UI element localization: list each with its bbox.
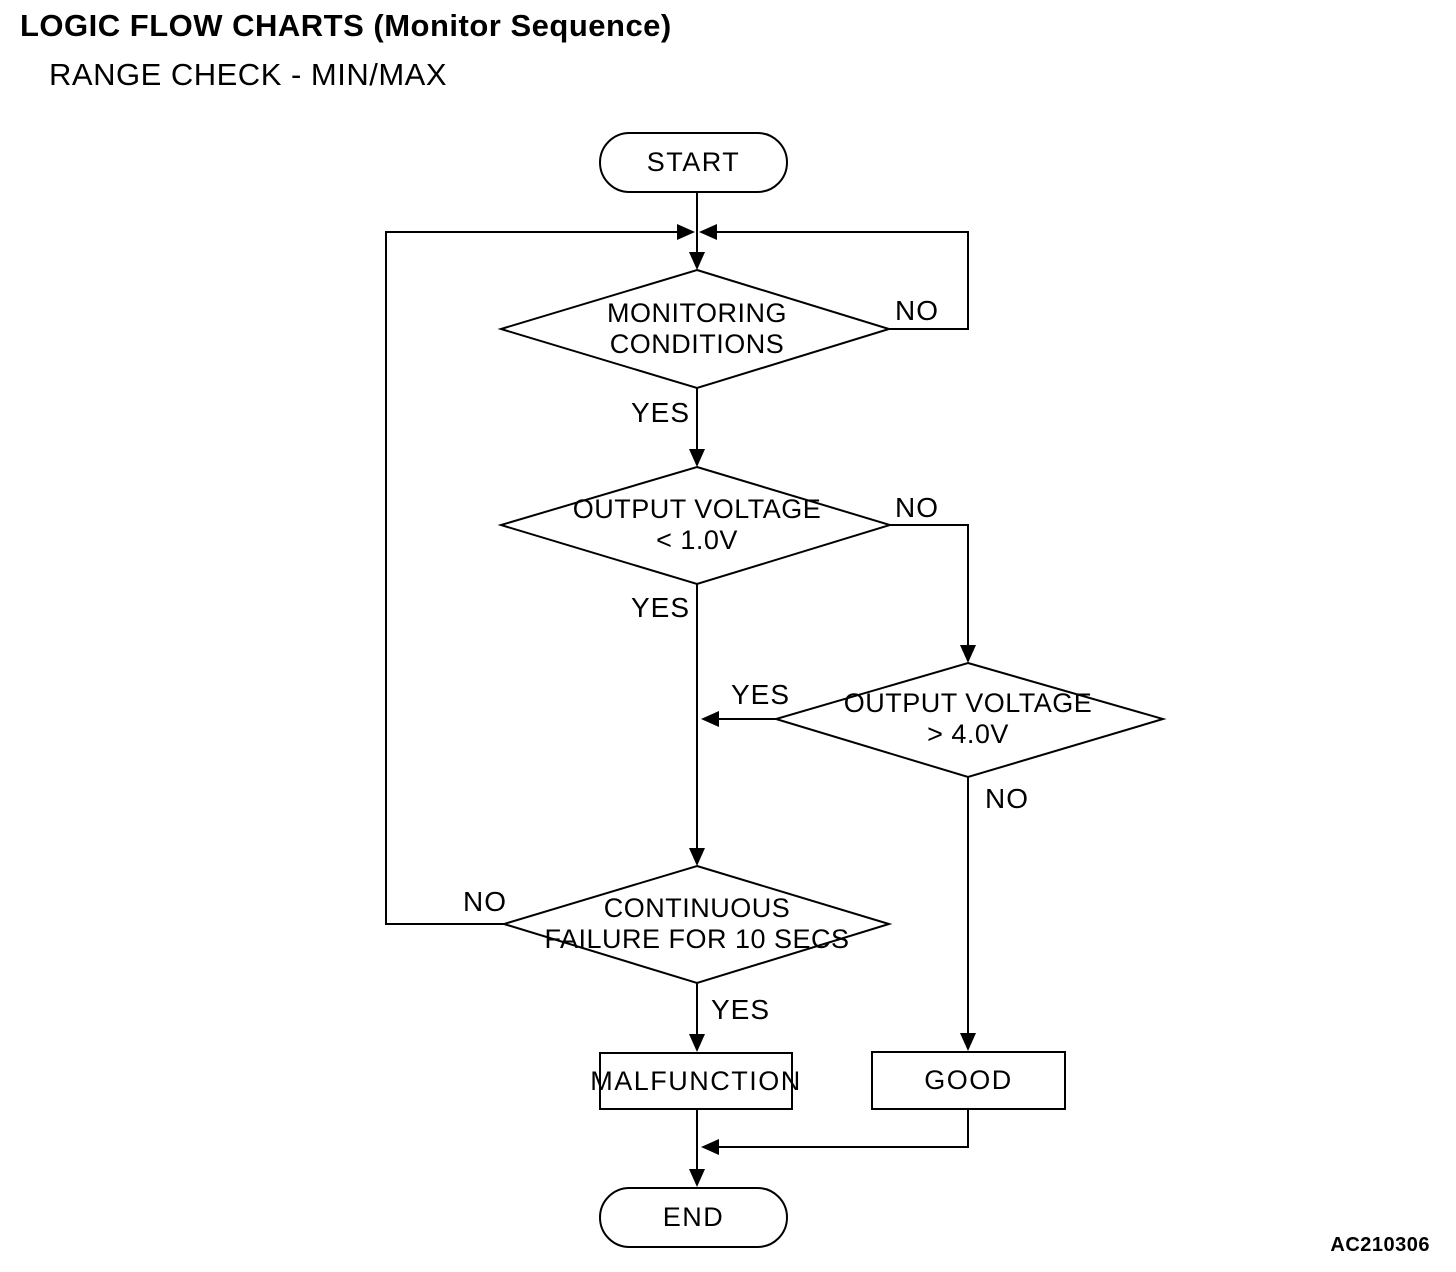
page-title: LOGIC FLOW CHARTS (Monitor Sequence) xyxy=(20,8,672,43)
terminator-end: END xyxy=(599,1187,788,1248)
arrowhead-junction-from-left xyxy=(677,224,695,240)
decision-continuous-failure-shape xyxy=(500,864,893,985)
arrowhead-into-high-check xyxy=(960,645,976,663)
arrowhead-into-low-check xyxy=(689,449,705,467)
arrowhead-into-end xyxy=(689,1169,705,1187)
edge-label-high-no: NO xyxy=(985,783,1029,814)
decision-monitoring-conditions-label: MONITORING CONDITIONS xyxy=(607,298,787,359)
arrowhead-good-merge xyxy=(701,1139,719,1155)
decision-output-voltage-low-label: OUTPUT VOLTAGE < 1.0V xyxy=(572,494,822,555)
edge-failure-no-loop xyxy=(385,231,679,925)
page-subtitle: RANGE CHECK - MIN/MAX xyxy=(49,57,448,92)
edge-label-low-no: NO xyxy=(895,492,939,523)
edge-label-monitoring-yes: YES xyxy=(630,397,690,428)
process-good: GOOD xyxy=(871,1051,1066,1110)
decision-output-voltage-high-label: OUTPUT VOLTAGE > 4.0V xyxy=(843,688,1093,749)
process-malfunction: MALFUNCTION xyxy=(590,1052,800,1110)
edge-label-high-yes: YES xyxy=(730,679,790,710)
decision-output-voltage-high-shape xyxy=(772,661,1167,779)
figure-code: AC210306 xyxy=(1330,1234,1430,1256)
edge-label-monitoring-no: NO xyxy=(895,295,939,326)
arrowhead-into-malfunction xyxy=(689,1034,705,1052)
decision-monitoring-conditions-shape xyxy=(497,268,893,390)
arrowhead-junction-from-right xyxy=(699,224,717,240)
edge-good-to-merge xyxy=(716,1110,969,1148)
edge-monitoring-no-loop xyxy=(715,231,969,330)
edge-label-failure-yes: YES xyxy=(711,994,771,1025)
arrowhead-into-good xyxy=(960,1033,976,1051)
decision-output-voltage-low-shape xyxy=(497,465,894,586)
terminator-start: START xyxy=(599,132,788,193)
decision-continuous-failure-label: CONTINUOUS FAILURE FOR 10 SECS xyxy=(544,893,850,954)
edge-label-failure-no: NO xyxy=(463,886,507,917)
arrowhead-high-yes-merge xyxy=(701,711,719,727)
edge-low-no xyxy=(890,524,969,649)
edge-label-low-yes: YES xyxy=(630,592,690,623)
arrowhead-into-failure-check xyxy=(689,848,705,866)
arrowhead-into-monitoring xyxy=(689,252,705,270)
